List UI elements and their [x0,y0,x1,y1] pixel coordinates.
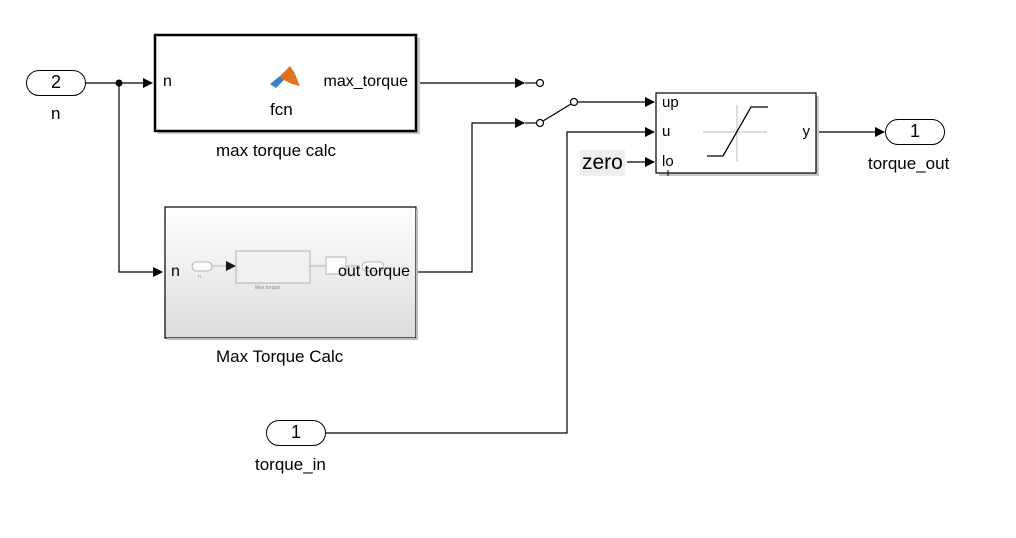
inport-torque-in[interactable]: 1 [266,420,326,446]
inport-torque-in-label: torque_in [255,455,326,474]
sat-port-u: u [662,123,671,140]
switch-contact-1 [535,78,545,88]
outport-torque-out[interactable]: 1 [885,119,945,145]
max-torque-calc-label: max torque calc [216,141,336,160]
subsystem-preview [191,250,385,284]
switch-blade [542,103,572,122]
preview-inport-label: n [198,274,201,280]
saturation-curve-icon [703,105,768,162]
max-torque-subsystem-label: Max Torque Calc [216,347,344,366]
inport-n[interactable]: 2 [26,70,86,96]
fcn-input-port-label: n [163,73,172,90]
sat-port-lo: lo [662,153,674,170]
max-torque-subsystem-block[interactable]: n out torque n Max torque [165,207,416,338]
inport-n-label: n [51,104,61,123]
saturation-block[interactable]: up u lo y [656,93,816,173]
wire-out-torque [416,118,525,273]
sat-port-up: up [662,94,679,111]
subsystem-input-port-label: n [171,263,180,280]
fcn-name: fcn [270,100,293,119]
zero-constant-block[interactable]: zero [580,150,625,176]
sat-port-y: y [802,123,811,140]
switch-pivot [569,97,579,107]
subsystem-output-port-label: out torque [337,263,410,280]
outport-torque-out-label: torque_out [868,154,950,173]
switch-contact-2 [535,118,545,128]
preview-inner-block-label: Max torque [255,285,281,291]
wire-n-to-subsystem [118,83,163,277]
wire-torque-in [326,127,655,434]
fcn-output-port-label: max_torque [323,73,409,90]
max-torque-calc-block[interactable]: n max_torque fcn [155,35,416,131]
matlab-logo-icon [270,66,300,88]
fcn-block-frame [153,33,418,133]
